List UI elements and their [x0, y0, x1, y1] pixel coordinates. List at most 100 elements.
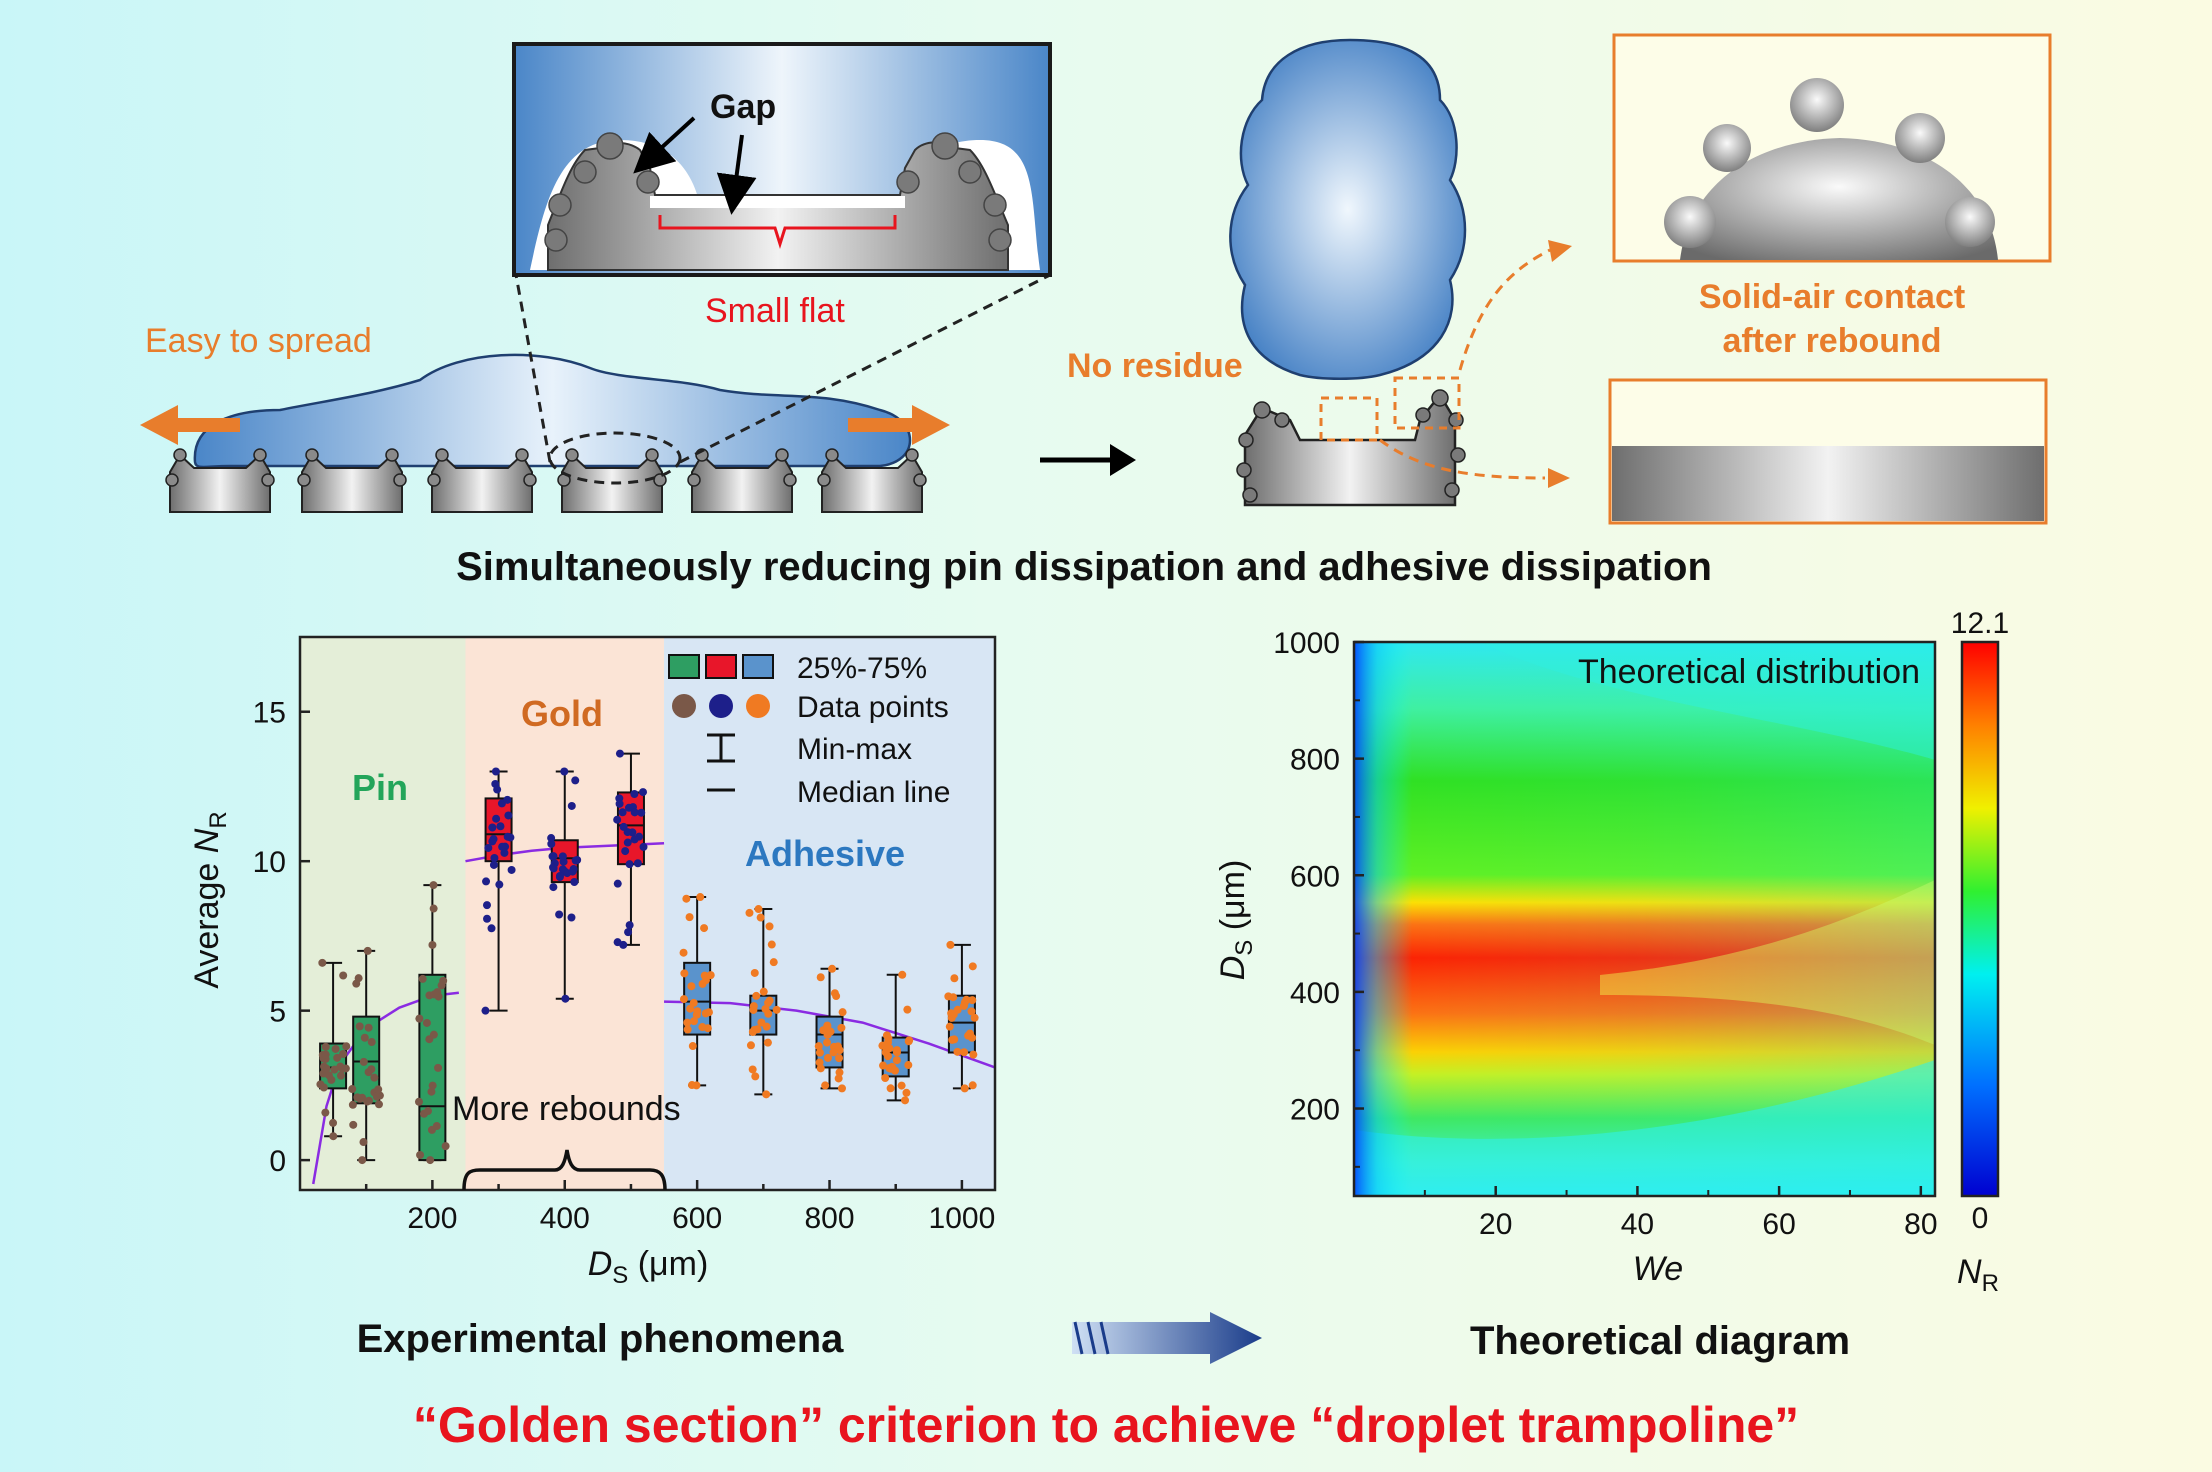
data-point — [618, 808, 627, 817]
data-point — [549, 883, 558, 892]
data-point — [489, 860, 498, 869]
data-point — [898, 970, 907, 979]
data-point — [568, 867, 577, 876]
data-point — [767, 940, 776, 949]
data-point — [633, 859, 642, 868]
data-point — [959, 1001, 968, 1010]
data-point — [422, 1018, 431, 1027]
data-point — [487, 924, 496, 933]
legend-median-label: Median line — [797, 776, 950, 809]
data-point — [428, 1081, 437, 1090]
data-point — [969, 1050, 978, 1059]
data-point — [548, 852, 557, 861]
data-point — [948, 1035, 957, 1044]
data-point — [835, 1068, 844, 1077]
heatmap-x-tick-label: 60 — [1762, 1208, 1795, 1241]
small-flat-label: Small flat — [705, 292, 845, 330]
pillar — [427, 448, 537, 513]
data-point — [365, 1096, 374, 1105]
data-point — [547, 839, 556, 848]
data-point — [891, 1066, 900, 1075]
data-point — [682, 894, 691, 903]
data-point — [414, 1097, 423, 1106]
data-point — [349, 1120, 358, 1129]
data-point — [567, 801, 576, 810]
data-point — [495, 880, 504, 889]
data-point — [901, 1096, 910, 1105]
region-label-adhesive: Adhesive — [745, 833, 905, 874]
pillar-bump — [427, 473, 441, 487]
data-point — [504, 811, 513, 820]
data-point — [415, 1014, 424, 1023]
data-point — [426, 1156, 435, 1165]
pillar — [817, 448, 927, 513]
data-point — [904, 1037, 913, 1046]
data-point — [571, 856, 580, 865]
heatmap-y-tick-label: 200 — [1290, 1094, 1340, 1127]
data-point — [883, 1038, 892, 1047]
y-axis-label: Average NR — [188, 811, 232, 988]
heatmap-frame — [1352, 640, 1937, 1198]
data-point — [826, 1027, 835, 1036]
y-tick-label: 5 — [269, 996, 286, 1029]
easy-spread-label: Easy to spread — [145, 322, 372, 360]
data-point — [625, 921, 634, 930]
legend: 25%-75% Data points Min-max Median line — [668, 652, 950, 809]
data-point — [355, 1022, 364, 1031]
pillar-row — [165, 448, 927, 513]
data-point — [879, 1061, 888, 1070]
data-point — [493, 785, 502, 794]
data-point — [481, 1006, 490, 1015]
data-point — [962, 995, 971, 1004]
colorbar-label: NR — [1957, 1253, 1999, 1297]
pillar-bump — [783, 473, 797, 487]
pillar-bump — [825, 448, 839, 462]
data-point — [367, 1038, 376, 1047]
data-point — [498, 842, 507, 851]
pillar-bump — [165, 473, 179, 487]
heatmap-y-tick-label: 400 — [1290, 977, 1340, 1010]
pillar-body — [691, 453, 793, 513]
region-adhesive — [664, 637, 995, 1190]
data-point — [897, 1081, 906, 1090]
data-point — [492, 814, 501, 823]
data-point — [745, 908, 754, 917]
data-point — [429, 904, 438, 913]
data-point — [881, 1074, 890, 1083]
data-point — [688, 1042, 697, 1051]
colorbar-max: 12.1 — [1951, 607, 2009, 640]
pillar-bump — [565, 448, 579, 462]
data-point — [370, 1073, 379, 1082]
data-point — [639, 842, 648, 851]
right-caption: Theoretical diagram — [1470, 1319, 1850, 1363]
flat-surface-panel — [1608, 378, 2048, 525]
data-point — [834, 1074, 843, 1083]
data-point — [835, 1054, 844, 1063]
left-caption: Experimental phenomena — [357, 1317, 845, 1361]
data-point — [679, 948, 688, 957]
heatmap-inner-title: Theoretical distribution — [1578, 653, 1920, 691]
pillar-bump — [261, 473, 275, 487]
data-point — [756, 913, 765, 922]
data-point — [763, 1038, 772, 1047]
data-point — [482, 877, 491, 886]
data-point — [837, 1084, 846, 1093]
data-point — [749, 1002, 758, 1011]
heatmap-y-tick-label: 800 — [1290, 744, 1340, 777]
y-tick-label: 0 — [269, 1145, 286, 1178]
data-point — [680, 969, 689, 978]
data-point — [968, 962, 977, 971]
data-point — [945, 1022, 954, 1031]
data-point — [832, 992, 841, 1001]
data-point — [353, 1093, 362, 1102]
data-point — [630, 808, 639, 817]
solid-air-label-line1: Solid-air contact — [1699, 278, 1965, 316]
data-point — [333, 1053, 342, 1062]
data-point — [339, 971, 348, 980]
data-point — [374, 1100, 383, 1109]
data-point — [950, 974, 959, 983]
no-residue-label: No residue — [1067, 347, 1243, 385]
data-point — [835, 1046, 844, 1055]
gap-arrow-flat — [716, 134, 757, 215]
